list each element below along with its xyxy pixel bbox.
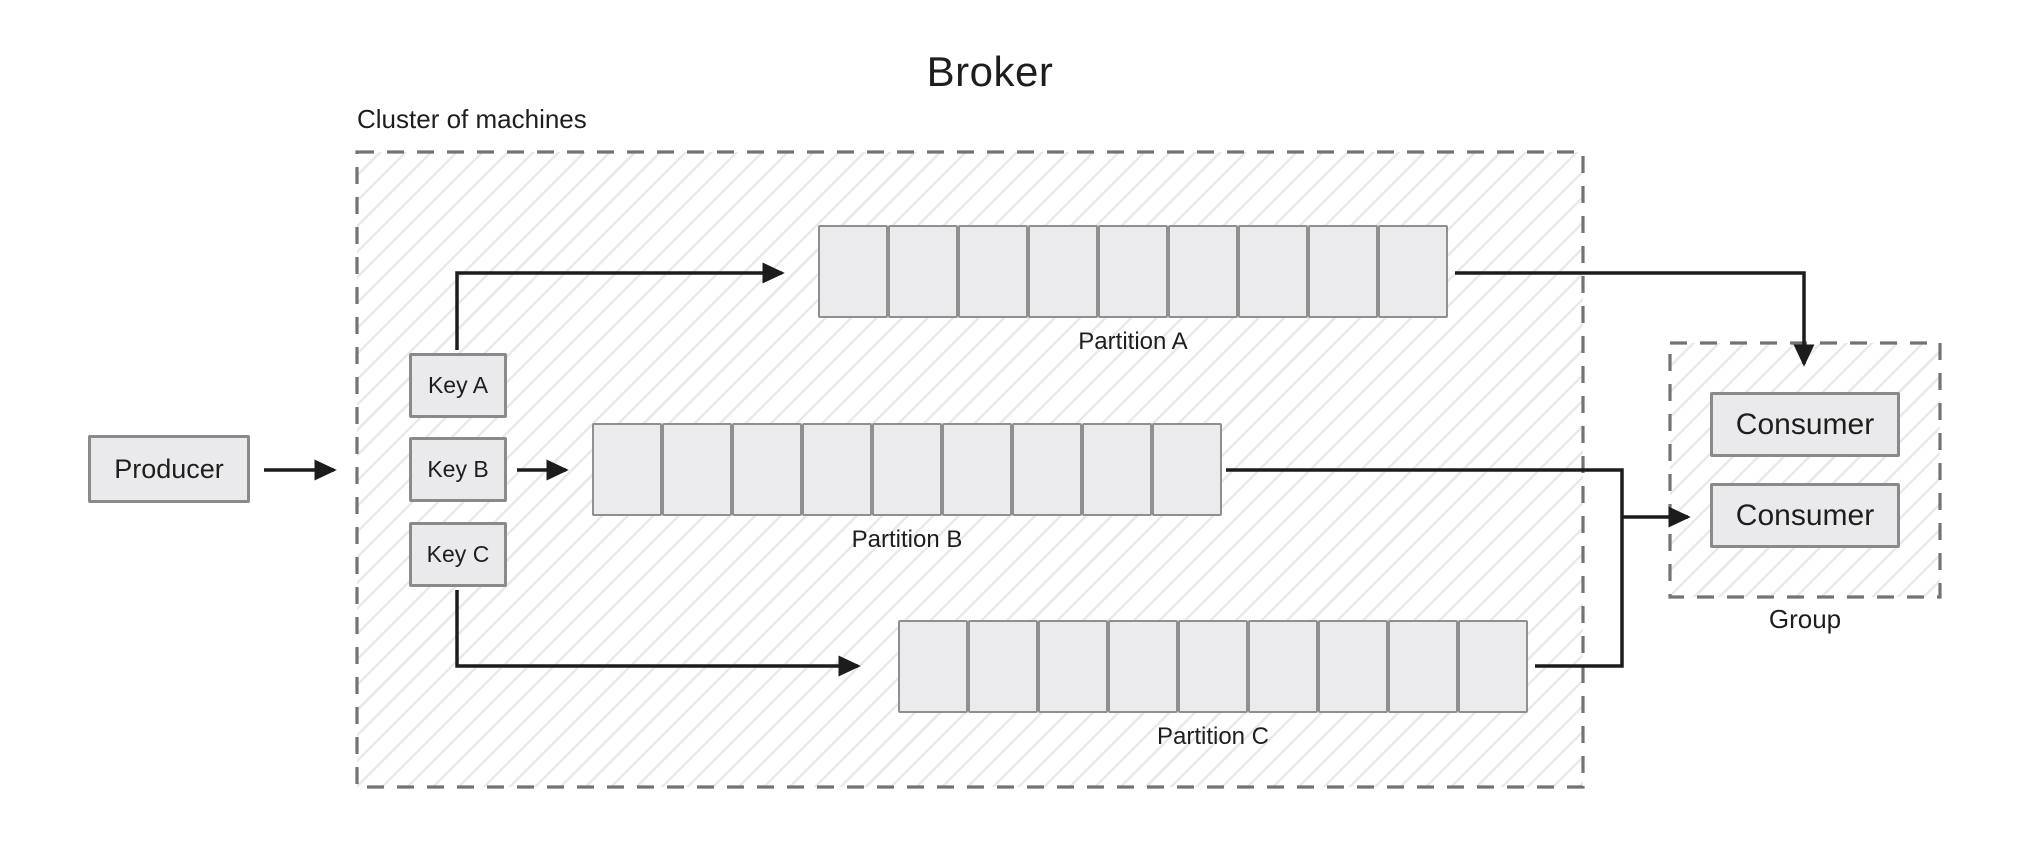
consumer-group-hatch-background xyxy=(1670,343,1940,597)
message-cell xyxy=(1318,620,1388,713)
partition-c-row xyxy=(898,620,1528,713)
broker-title: Broker xyxy=(926,48,1054,95)
message-cell xyxy=(1012,423,1082,516)
message-cell xyxy=(1168,225,1238,318)
message-cell xyxy=(1248,620,1318,713)
key-c-node: Key C xyxy=(409,522,507,587)
partition-a-label: Partition A xyxy=(1078,328,1188,355)
key-b-node: Key B xyxy=(409,437,507,502)
message-cell xyxy=(1458,620,1528,713)
consumer-1-node: Consumer xyxy=(1710,392,1900,457)
consumer-2-node: Consumer xyxy=(1710,483,1900,548)
message-cell xyxy=(1038,620,1108,713)
message-cell xyxy=(662,423,732,516)
message-cell xyxy=(802,423,872,516)
key-a-label: Key A xyxy=(427,372,489,398)
message-cell xyxy=(958,225,1028,318)
key-a-node: Key A xyxy=(409,353,507,418)
partition-b-label: Partition B xyxy=(851,526,963,553)
message-cell xyxy=(592,423,662,516)
message-cell xyxy=(1378,225,1448,318)
message-cell xyxy=(898,620,968,713)
producer-node: Producer xyxy=(88,435,250,503)
message-cell xyxy=(732,423,802,516)
connector-partition-b-and-c-join xyxy=(1226,468,1624,668)
consumer-1-label: Consumer xyxy=(1735,407,1875,441)
message-cell xyxy=(1082,423,1152,516)
partition-c-label: Partition C xyxy=(1156,723,1270,750)
partition-b-row xyxy=(592,423,1222,516)
message-cell xyxy=(1028,225,1098,318)
message-cell xyxy=(872,423,942,516)
consumer-2-label: Consumer xyxy=(1735,498,1875,532)
message-cell xyxy=(1238,225,1308,318)
consumer-group-dashed-border xyxy=(1668,341,1942,599)
message-cell xyxy=(968,620,1038,713)
message-cell xyxy=(1308,225,1378,318)
message-cell xyxy=(1108,620,1178,713)
key-b-label: Key B xyxy=(427,456,489,482)
message-cell xyxy=(1388,620,1458,713)
message-cell xyxy=(888,225,958,318)
key-c-label: Key C xyxy=(426,541,490,567)
partition-a-row xyxy=(818,225,1448,318)
message-cell xyxy=(1098,225,1168,318)
arrow-key-c-to-partition-c xyxy=(455,590,861,677)
message-cell xyxy=(818,225,888,318)
arrow-partition-a-to-consumer-1 xyxy=(1455,271,1815,367)
cluster-of-machines-label: Cluster of machines xyxy=(357,104,587,134)
message-cell xyxy=(942,423,1012,516)
message-cell xyxy=(1178,620,1248,713)
arrow-key-a-to-partition-a xyxy=(455,262,785,350)
message-cell xyxy=(1152,423,1222,516)
consumer-group-label: Group xyxy=(1768,604,1842,634)
producer-label: Producer xyxy=(114,453,224,484)
